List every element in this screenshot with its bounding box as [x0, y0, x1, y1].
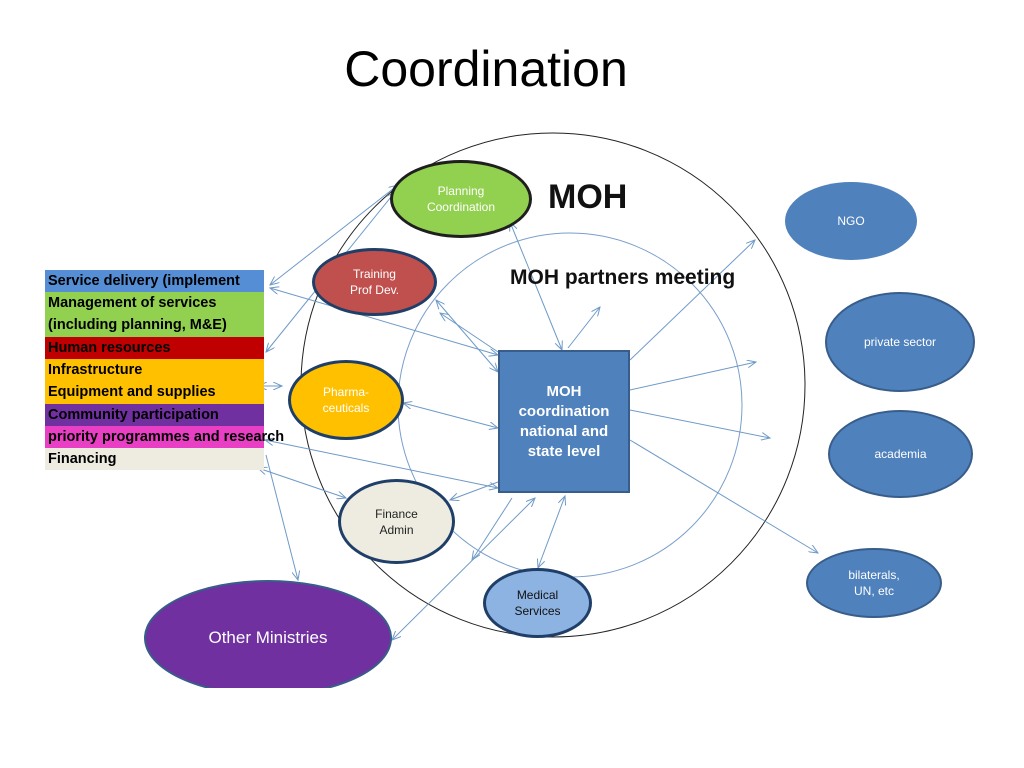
planning-line-2: Coordination	[426, 200, 496, 214]
strip-infrastructure: Infrastructure Equipment and supplies	[45, 359, 264, 404]
slide-title: Coordination	[344, 41, 628, 97]
strip-community-participation: Community participation	[45, 404, 264, 426]
moh-label: MOH	[548, 178, 628, 216]
moh-coordination-box: MOH coordination national and state leve…	[498, 350, 630, 493]
arrow-center-academia	[629, 409, 770, 438]
strip-priority-programmes: priority programmes and research	[45, 426, 284, 448]
academia-oval: academia	[828, 410, 973, 498]
arrow-medical-center	[538, 496, 565, 568]
strip-management-line-1: Management of services	[48, 295, 217, 311]
moh-coordination-text: MOH coordination national and state leve…	[519, 382, 610, 462]
arrow-pharma-center	[403, 403, 498, 428]
strip-management-services: Management of services (including planni…	[45, 292, 264, 337]
arrow-ring-left-center	[440, 313, 499, 353]
bilaterals-line-2: UN, etc	[853, 584, 894, 598]
arrow-other-ministries-center	[392, 498, 535, 640]
arrow-strips-center	[265, 440, 498, 488]
finance-line-1: Finance	[375, 506, 418, 521]
bilaterals-line-1: bilaterals,	[848, 568, 900, 582]
training-line-2: Prof Dev.	[349, 283, 400, 297]
bilaterals-un-oval: bilaterals, UN, etc	[806, 548, 942, 618]
strip-service-delivery: Service delivery (implement	[45, 270, 264, 292]
arrow-center-finance	[450, 481, 499, 500]
ngo-oval: NGO	[785, 182, 917, 260]
private-sector-oval: private sector	[825, 292, 975, 392]
strip-management-line-2: (including planning, M&E)	[48, 317, 227, 333]
medical-line-1: Medical	[516, 588, 559, 602]
arrow-planning-center	[510, 222, 562, 350]
center-line-2: coordination	[518, 402, 610, 420]
arrow-strips-other-ministries	[265, 454, 298, 580]
arrow-training-center	[436, 300, 498, 372]
finance-line-2: Admin	[379, 522, 414, 537]
other-ministries-oval: Other Ministries	[144, 580, 392, 688]
center-line-1: MOH	[546, 382, 582, 400]
arrow-center-ngo	[629, 240, 755, 361]
planning-line-1: Planning	[437, 184, 485, 198]
pharma-line-2: ceuticals	[322, 401, 370, 415]
strip-human-resources: Human resources	[45, 337, 264, 359]
partners-meeting-label: MOH partners meeting	[510, 266, 736, 289]
arrow-ring-bottom-center	[472, 497, 513, 560]
strip-infrastructure-line-2: Equipment and supplies	[48, 384, 216, 400]
center-line-4: state level	[527, 442, 601, 460]
pharma-line-1: Pharma-	[322, 385, 369, 399]
arrow-service-planning	[270, 185, 398, 285]
medical-line-2: Services	[514, 604, 561, 618]
strip-financing: Financing	[45, 448, 264, 470]
arrow-center-private	[629, 362, 756, 391]
arrow-center-bilaterals	[629, 439, 818, 553]
strip-infrastructure-line-1: Infrastructure	[48, 362, 143, 378]
arrow-ring-top-center	[567, 307, 600, 349]
pharmaceuticals-oval: Pharma-ceuticals	[288, 360, 404, 440]
center-line-3: national and	[519, 422, 609, 440]
arrow-financing-finance	[258, 468, 346, 498]
training-line-1: Training	[353, 267, 396, 281]
